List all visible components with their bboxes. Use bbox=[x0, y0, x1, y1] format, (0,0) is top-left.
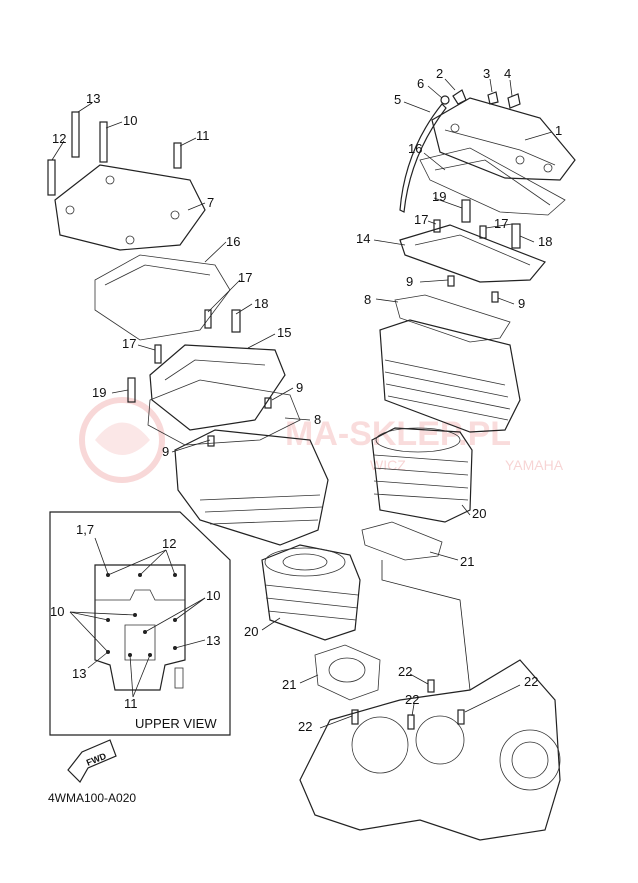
inset-label-13-right: 13 bbox=[206, 633, 220, 648]
callout-14: 14 bbox=[356, 231, 370, 246]
rear-base-gasket bbox=[361, 521, 443, 561]
callout-1: 1 bbox=[555, 123, 562, 138]
callout-17-rear-right: 17 bbox=[494, 216, 508, 231]
callout-16-front: 16 bbox=[226, 234, 240, 249]
callout-17-rear-left: 17 bbox=[414, 212, 428, 227]
watermark-sub-left: WICZ bbox=[370, 457, 406, 473]
upper-view-inset: 1,7 12 10 10 13 13 11 UPPER VIEW bbox=[49, 511, 231, 736]
watermark-sub-right: YAMAHA bbox=[505, 457, 564, 473]
rear-cylinder bbox=[371, 427, 473, 523]
callout-22-right: 22 bbox=[524, 674, 538, 689]
watermark-text: MA-SKLEP.PL bbox=[285, 415, 511, 453]
crankcase-dowels-22 bbox=[351, 679, 465, 730]
inset-label-12: 12 bbox=[162, 536, 176, 551]
callout-20-front: 20 bbox=[244, 624, 258, 639]
front-head-gasket bbox=[147, 379, 301, 446]
breather-hose bbox=[399, 103, 447, 213]
front-cover-gasket bbox=[94, 254, 231, 341]
callout-9-front-right: 9 bbox=[296, 380, 303, 395]
inset-view-label: UPPER VIEW bbox=[135, 716, 217, 731]
front-head-cover bbox=[54, 164, 206, 251]
rear-cylinder-head bbox=[379, 319, 521, 433]
callout-13: 13 bbox=[86, 91, 100, 106]
rear-rocker-frame bbox=[399, 224, 546, 283]
inset-label-10-right: 10 bbox=[206, 588, 220, 603]
watermark: MA-SKLEP.PL WICZ YAMAHA bbox=[79, 397, 564, 483]
front-cylinder bbox=[261, 544, 361, 641]
callout-9-rear-left: 9 bbox=[406, 274, 413, 289]
leader-lines bbox=[51, 78, 553, 729]
callout-22-middle: 22 bbox=[405, 692, 419, 707]
callout-7: 7 bbox=[207, 195, 214, 210]
callout-17-front-left: 17 bbox=[122, 336, 136, 351]
inset-ref-1-7: 1,7 bbox=[76, 522, 94, 537]
rear-head-gasket bbox=[394, 294, 511, 343]
callout-21-front: 21 bbox=[282, 677, 296, 692]
callout-10: 10 bbox=[123, 113, 137, 128]
callout-9-rear-right: 9 bbox=[518, 296, 525, 311]
callout-8-front: 8 bbox=[314, 412, 321, 427]
rear-dowels-bolts bbox=[433, 199, 521, 303]
front-bolts-10-11-12-13 bbox=[47, 111, 182, 196]
inset-label-10-left: 10 bbox=[50, 604, 64, 619]
callout-20-rear: 20 bbox=[472, 506, 486, 521]
callout-2: 2 bbox=[436, 66, 443, 81]
callout-19-rear: 19 bbox=[432, 189, 446, 204]
callout-8-rear: 8 bbox=[364, 292, 371, 307]
callout-5: 5 bbox=[394, 92, 401, 107]
fittings-2-3-4-6 bbox=[440, 89, 521, 109]
inset-label-11: 11 bbox=[124, 696, 138, 711]
front-cylinder-head bbox=[174, 429, 329, 546]
fwd-arrow-icon: FWD bbox=[67, 739, 117, 783]
callout-4: 4 bbox=[504, 66, 511, 81]
callout-12: 12 bbox=[52, 131, 66, 146]
callout-22-left: 22 bbox=[298, 719, 312, 734]
callout-17-front-top: 17 bbox=[238, 270, 252, 285]
callout-9-front-left: 9 bbox=[162, 444, 169, 459]
callout-numbers: 1 2 3 4 5 6 7 8 8 9 9 9 9 10 11 12 13 14… bbox=[52, 66, 562, 734]
rear-cover-gasket bbox=[419, 147, 566, 216]
callout-18-rear: 18 bbox=[538, 234, 552, 249]
callout-18-front: 18 bbox=[254, 296, 268, 311]
inset-label-13-left: 13 bbox=[72, 666, 86, 681]
callout-22-top: 22 bbox=[398, 664, 412, 679]
callout-21-rear: 21 bbox=[460, 554, 474, 569]
reference-line-rear bbox=[381, 560, 471, 691]
callout-3: 3 bbox=[483, 66, 490, 81]
callout-19-front: 19 bbox=[92, 385, 106, 400]
fwd-label: FWD bbox=[85, 751, 108, 768]
diagram-code: 4WMA100-A020 bbox=[48, 791, 136, 805]
callout-15: 15 bbox=[277, 325, 291, 340]
crankcase bbox=[299, 659, 561, 841]
callout-16-rear: 16 bbox=[408, 141, 422, 156]
front-rocker-frame bbox=[149, 344, 286, 431]
front-base-gasket bbox=[314, 644, 381, 701]
callout-11: 11 bbox=[196, 128, 210, 143]
rear-head-cover bbox=[431, 97, 576, 181]
callout-6: 6 bbox=[417, 76, 424, 91]
